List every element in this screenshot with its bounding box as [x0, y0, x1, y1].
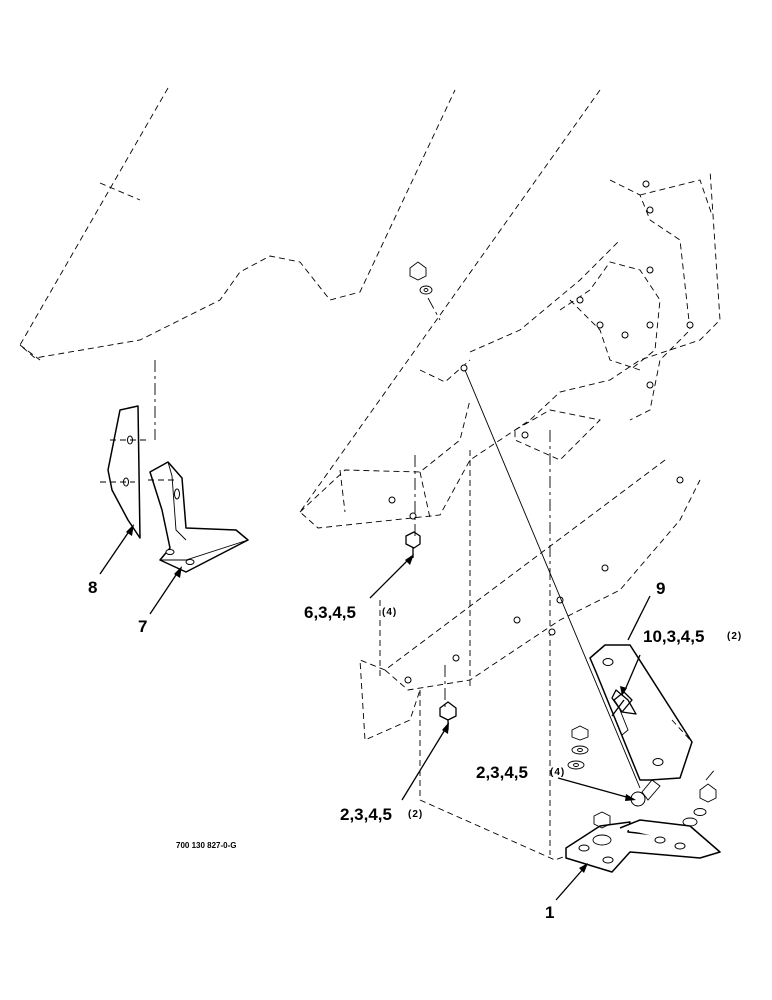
leader-lines [99, 524, 651, 901]
callout-10-3-4-5: 10,3,4,5 [643, 627, 704, 646]
bolt-icon-6 [405, 531, 421, 558]
right-hardware-icons [682, 767, 717, 827]
callout-7: 7 [138, 617, 147, 636]
part-9-bracket [589, 644, 693, 781]
top-bolt-icon [409, 261, 441, 321]
callout-9: 9 [656, 579, 665, 598]
callout-2-qty4: (4) [550, 767, 565, 778]
callout-8: 8 [88, 578, 97, 597]
nut-washer-stack-icon [567, 725, 589, 770]
drawing-code: 700 130 827-0-G [176, 841, 237, 850]
callout-6-qty: (4) [382, 607, 397, 618]
callout-2-3-4-5-qty4: 2,3,4,5 [476, 763, 528, 782]
frame-outline-right [299, 89, 721, 529]
bolt-icon-10 [611, 691, 633, 717]
center-lines [154, 360, 641, 789]
callout-6-3-4-5: 6,3,4,5 [304, 603, 356, 622]
part-1-plate [565, 811, 721, 873]
part-8-bracket [100, 405, 150, 539]
callout-2-3-4-5-qty2: 2,3,4,5 [340, 805, 392, 824]
part-7-bracket [148, 461, 249, 573]
arm-outline [359, 450, 701, 861]
callout-10-qty: (2) [727, 631, 742, 642]
callout-2-qty2: (2) [408, 809, 423, 820]
frame-channel [388, 179, 713, 520]
round-bolt-icon [630, 779, 661, 807]
header-outline-left [19, 87, 456, 361]
callout-1: 1 [545, 903, 554, 922]
